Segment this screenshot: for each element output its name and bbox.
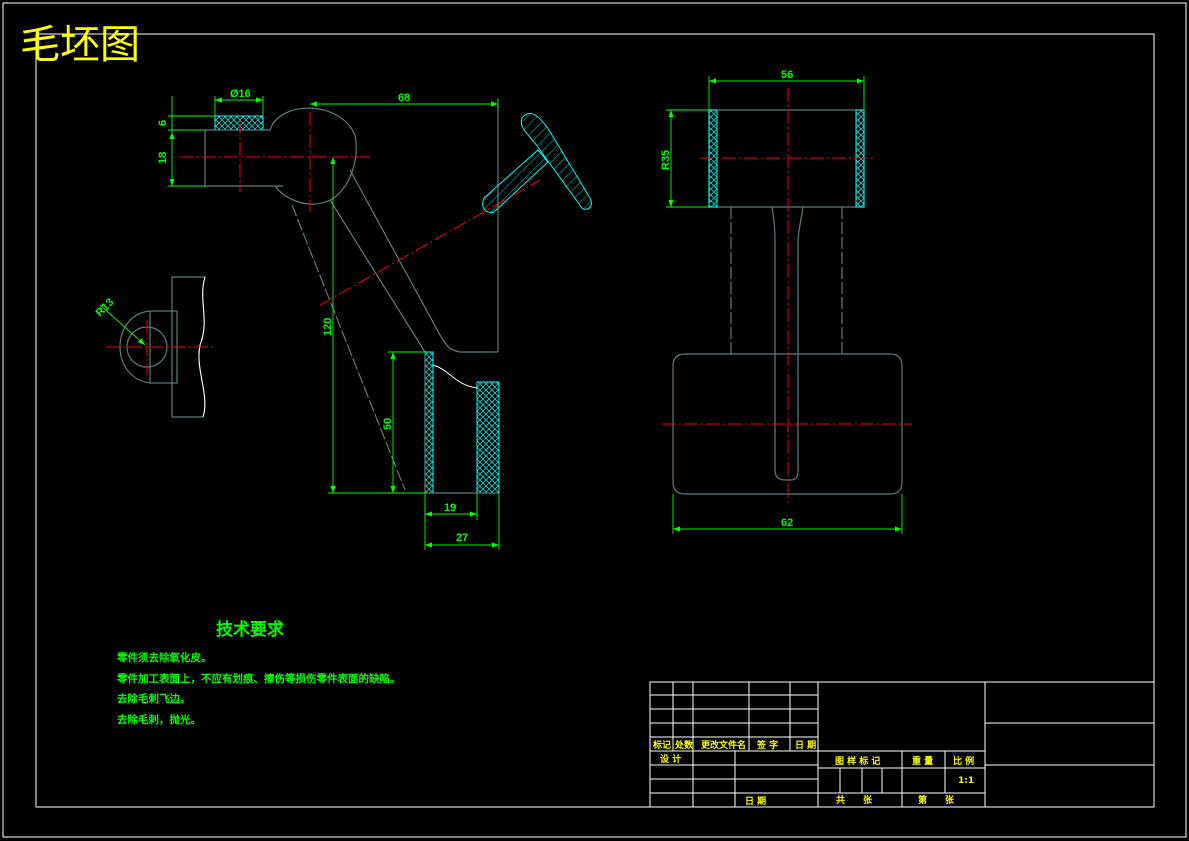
dim-27-text: 27 — [456, 532, 468, 544]
handle-stem — [482, 149, 549, 213]
diagonal-arm-inner — [349, 169, 488, 353]
tb-signature: 签 字 — [756, 739, 778, 751]
tb-scale-value: 1:1 — [958, 776, 974, 786]
requirements-heading: 技术要求 — [216, 619, 284, 640]
diagonal-arm-outer — [291, 204, 406, 491]
top-boss-hatch — [214, 115, 264, 131]
tb-stage-mark: 图 样 标 记 — [835, 755, 880, 767]
dim-120-text: 120 — [322, 318, 334, 336]
dim-phi16-text: Ø16 — [230, 88, 251, 100]
left-detail-view: R13 — [94, 276, 215, 418]
foot-break-line — [432, 364, 478, 389]
dim-r13-line — [99, 304, 146, 346]
tb-change-doc: 更改文件名 — [701, 739, 746, 751]
technical-requirements: 技术要求 零件须去除氧化皮。 零件加工表面上，不应有划痕、擦伤等损伤零件表面的缺… — [116, 619, 401, 726]
inner-frame — [35, 33, 1155, 808]
centerline-diag — [319, 179, 541, 306]
tb-design: 设 计 — [660, 753, 681, 765]
requirement-line: 去除毛刺，抛光。 — [117, 713, 201, 726]
detail-break — [198, 276, 206, 418]
dim-56-text: 56 — [781, 69, 793, 81]
round-head — [269, 107, 357, 205]
requirement-line: 零件须去除氧化皮。 — [116, 651, 212, 664]
diagonal-arm-mid — [329, 199, 426, 353]
dim-50-text: 50 — [382, 418, 394, 430]
left-boss-outline — [204, 129, 283, 187]
side-base — [672, 353, 903, 495]
dim-62-text: 62 — [781, 517, 793, 529]
tb-count: 处数 — [674, 739, 694, 751]
foot-hatch-right — [476, 381, 500, 494]
requirement-line: 去除毛刺飞边。 — [117, 692, 191, 705]
tb-mark: 标记 — [652, 739, 671, 751]
requirement-line: 零件加工表面上，不应有划痕、擦伤等损伤零件表面的缺陷。 — [116, 672, 401, 685]
dim-18-text: 18 — [157, 152, 169, 164]
tb-date2: 日 期 — [745, 795, 766, 807]
dim-r13-text: R13 — [94, 296, 117, 319]
title-block: 标记 处数 更改文件名 签 字 日 期 设 计 日 期 图 样 标 记 重 量 … — [649, 681, 1155, 808]
front-view: Ø16 6 18 68 120 50 19 27 — [157, 88, 592, 550]
handle-grip — [520, 113, 592, 210]
side-view: 56 R35 62 — [660, 69, 912, 534]
tb-scale: 比 例 — [953, 755, 974, 767]
tb-date: 日 期 — [795, 739, 816, 751]
dim-6-text: 6 — [157, 120, 169, 126]
side-web — [730, 207, 843, 354]
tb-weight: 重 量 — [912, 755, 933, 767]
tb-sheet: 第 张 — [918, 794, 955, 806]
dim-19-text: 19 — [444, 502, 456, 514]
drawing-title: 毛坯图 — [20, 22, 140, 68]
foot-hatch-left — [424, 351, 434, 494]
tb-total: 共 张 — [836, 794, 873, 806]
dim-r35-text: R35 — [660, 150, 672, 170]
dim-68-text: 68 — [398, 92, 410, 104]
